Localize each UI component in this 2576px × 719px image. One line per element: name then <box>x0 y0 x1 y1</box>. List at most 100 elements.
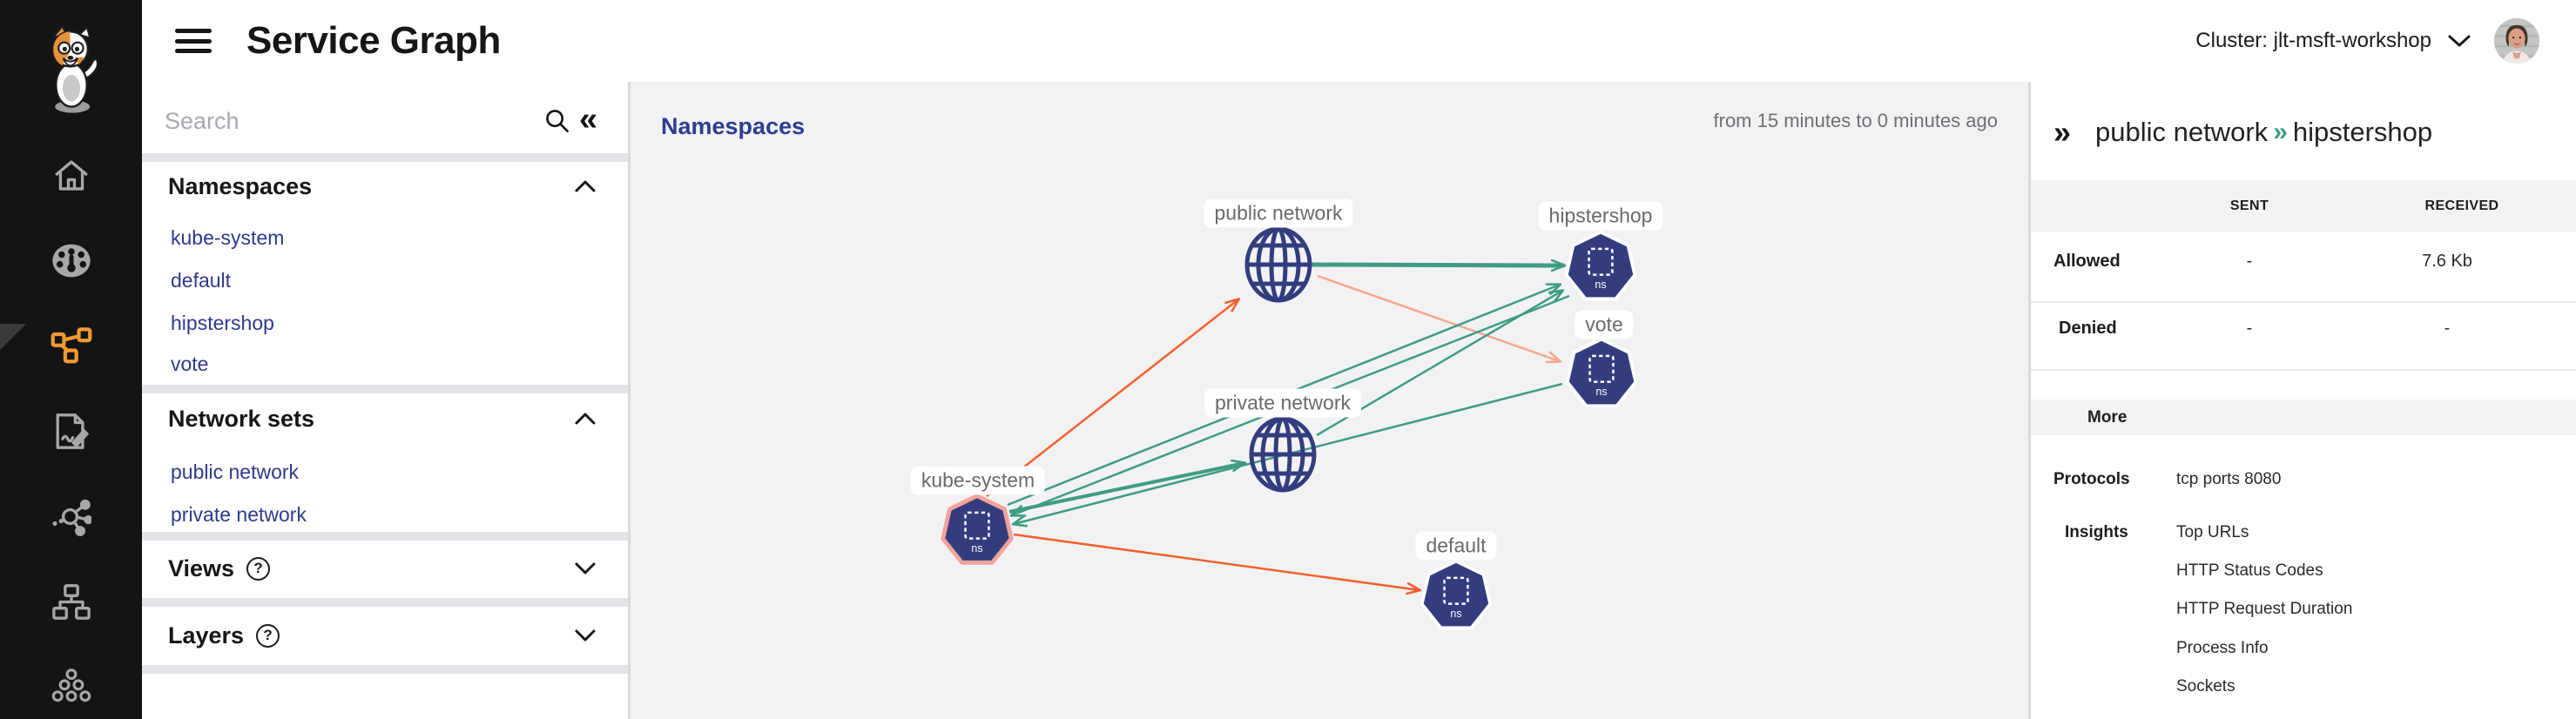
divider <box>142 665 628 674</box>
edge-title: public network » hipstershop <box>2095 117 2432 148</box>
graph-node-label-public-network: public network <box>1204 198 1353 228</box>
collapse-sidebar-icon[interactable]: « <box>579 101 598 138</box>
divider <box>2031 301 2576 303</box>
graph-edges <box>986 82 1570 719</box>
insight-item-http-status-codes[interactable]: HTTP Status Codes <box>2176 561 2323 580</box>
home-icon[interactable] <box>52 158 91 198</box>
column-received: RECEIVED <box>2424 198 2499 213</box>
more-section-header[interactable]: More <box>2031 400 2576 435</box>
divider <box>628 82 631 719</box>
active-item-notch <box>0 324 26 350</box>
divider <box>142 532 628 541</box>
chevron-down-icon <box>2448 35 2471 47</box>
sidebar-item-private-network[interactable]: private network <box>171 502 307 526</box>
sidebar-item-default[interactable]: default <box>171 268 232 292</box>
search-card <box>145 91 583 151</box>
section-namespaces[interactable]: Namespaces <box>142 165 628 207</box>
svg-text:ns: ns <box>1595 279 1606 291</box>
edge-target: hipstershop <box>2292 117 2433 147</box>
graph-node-default[interactable]: ns <box>1414 554 1498 638</box>
section-network-sets[interactable]: Network sets <box>142 398 628 440</box>
edge-arrow-icon: » <box>2273 118 2288 146</box>
insight-item-http-request-duration[interactable]: HTTP Request Duration <box>2176 600 2353 618</box>
chevron-down-icon[interactable] <box>574 561 597 575</box>
molecule-icon[interactable] <box>51 497 93 541</box>
protocols-label: Protocols <box>2053 470 2130 488</box>
protocols-value: tcp ports 8080 <box>2176 470 2282 488</box>
graph-node-label-default: default <box>1415 531 1497 561</box>
policy-document-edit-icon[interactable] <box>51 412 91 456</box>
graph-node-hipstershop[interactable]: ns <box>1559 225 1642 309</box>
time-range-label: from 15 minutes to 0 minutes ago <box>1713 110 1999 131</box>
collapse-details-icon[interactable]: » <box>2053 114 2072 150</box>
chevron-up-icon[interactable] <box>574 412 597 426</box>
row-label: Denied <box>2059 319 2117 338</box>
divider <box>142 153 628 162</box>
section-label: Network sets <box>168 405 315 432</box>
table-row-denied: Denied - - <box>2031 319 2576 353</box>
graph-node-kube-system[interactable]: ns <box>935 489 1019 573</box>
svg-text:ns: ns <box>971 542 982 554</box>
divider <box>2031 369 2576 371</box>
hierarchy-icon[interactable] <box>51 583 91 626</box>
section-label: Layers <box>168 622 245 648</box>
sidebar-item-vote[interactable]: vote <box>171 352 209 375</box>
search-input[interactable] <box>145 107 544 135</box>
graph-edge-kube-system-private-network[interactable] <box>1008 463 1244 514</box>
insight-item-top-urls[interactable]: Top URLs <box>2176 523 2249 541</box>
graph-edge-kube-system-public-network[interactable] <box>986 299 1238 497</box>
service-graph-icon[interactable] <box>50 327 93 370</box>
sidebar-item-hipstershop[interactable]: hipstershop <box>171 311 274 334</box>
section-label: Views <box>168 554 235 581</box>
row-received-value: 7.6 Kb <box>2422 252 2472 271</box>
graph-edge-kube-system-default[interactable] <box>1013 533 1419 590</box>
divider <box>142 385 628 393</box>
row-sent-value: - <box>2246 319 2253 338</box>
top-bar: Service Graph Cluster: jlt-msft-workshop <box>142 0 2576 82</box>
otterize-logo-icon <box>38 24 105 119</box>
traffic-table-header: SENT RECEIVED <box>2031 180 2576 232</box>
cluster-label: Cluster: jlt-msft-workshop <box>2195 29 2431 52</box>
more-label: More <box>2087 407 2128 427</box>
divider <box>142 598 628 607</box>
help-icon[interactable]: ? <box>256 623 280 648</box>
menu-icon[interactable] <box>175 27 212 55</box>
graph-node-label-private-network: private network <box>1204 388 1361 418</box>
insight-item-process-info[interactable]: Process Info <box>2176 639 2269 657</box>
graph-node-private-network[interactable] <box>1247 416 1318 493</box>
cluster-selector[interactable]: Cluster: jlt-msft-workshop <box>2195 29 2471 53</box>
section-label: Namespaces <box>168 172 313 199</box>
graph-edge-public-network-vote[interactable] <box>1317 274 1560 361</box>
insights-label: Insights <box>2065 523 2128 541</box>
sidebar-item-public-network[interactable]: public network <box>171 460 300 483</box>
chevron-down-icon[interactable] <box>574 628 597 642</box>
svg-text:ns: ns <box>1450 608 1461 620</box>
dashboard-gauge-icon[interactable] <box>51 243 92 284</box>
graph-node-public-network[interactable] <box>1243 226 1314 303</box>
table-row-allowed: Allowed - 7.6 Kb <box>2031 252 2576 286</box>
sidebar-item-kube-system[interactable]: kube-system <box>171 225 285 249</box>
avatar[interactable] <box>2494 18 2539 64</box>
insight-item-sockets[interactable]: Sockets <box>2176 677 2235 695</box>
chevron-up-icon[interactable] <box>574 179 597 193</box>
graph-node-label-vote: vote <box>1575 310 1634 339</box>
details-panel: » public network » hipstershop SENT RECE… <box>2031 82 2576 719</box>
divider <box>2028 82 2031 719</box>
column-sent: SENT <box>2229 198 2269 213</box>
icon-rail <box>0 0 142 719</box>
row-received-value: - <box>2444 319 2451 338</box>
left-panel: « Namespaces kube-system default hipster… <box>142 82 628 719</box>
workload-cluster-icon[interactable] <box>51 668 91 709</box>
edge-source: public network <box>2095 117 2269 147</box>
graph-node-vote[interactable]: ns <box>1560 333 1643 416</box>
search-icon[interactable] <box>544 108 570 134</box>
help-icon[interactable]: ? <box>246 556 271 581</box>
graph-node-label-hipstershop: hipstershop <box>1538 201 1663 231</box>
section-layers[interactable]: Layers ? <box>142 615 628 656</box>
section-views[interactable]: Views ? <box>142 548 628 589</box>
page-title: Service Graph <box>246 19 501 62</box>
graph-node-label-kube-system: kube-system <box>910 466 1046 495</box>
row-label: Allowed <box>2053 252 2121 271</box>
